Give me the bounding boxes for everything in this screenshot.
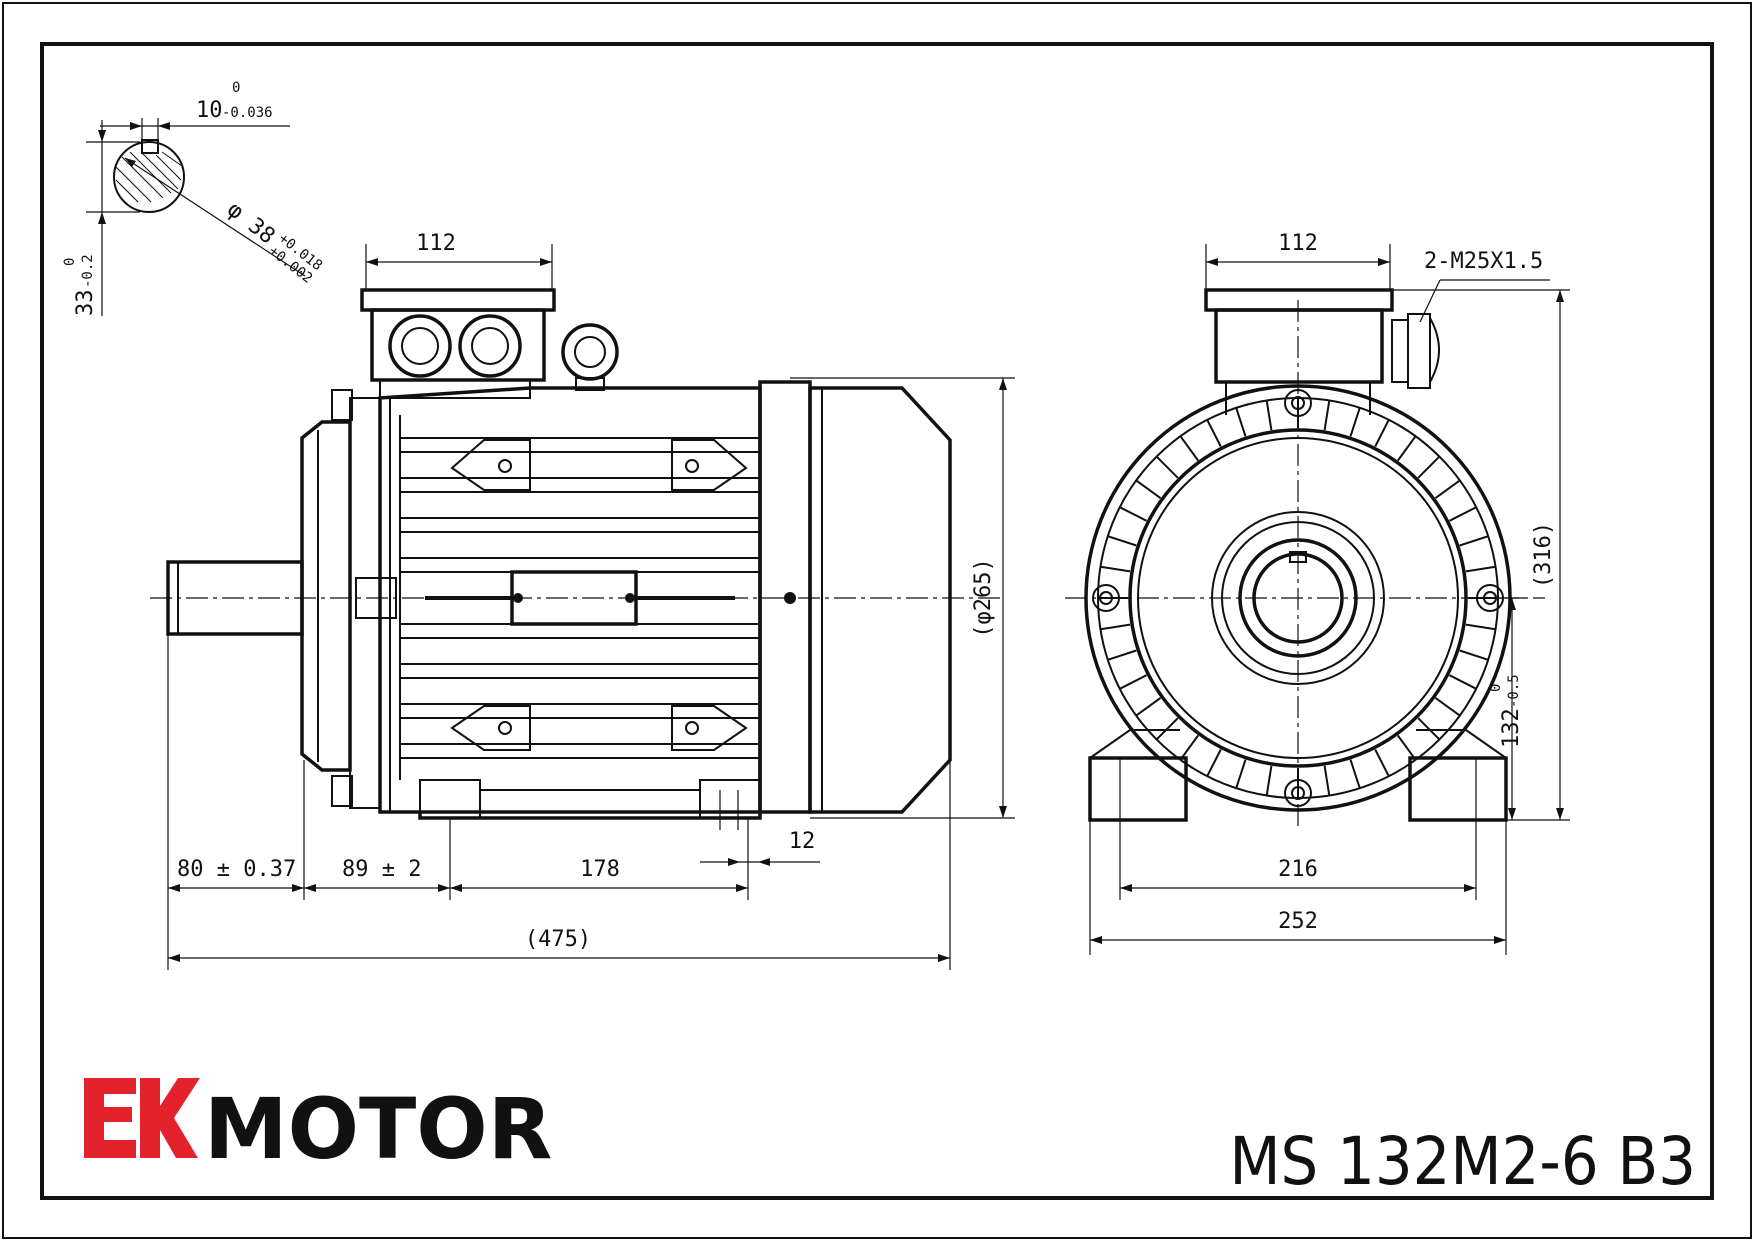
foot-hole-dia-label: 12 bbox=[789, 829, 816, 854]
cooling-fin bbox=[1417, 717, 1441, 741]
cooling-fin bbox=[1323, 765, 1331, 796]
shaft-to-foot-label: 89 ± 2 bbox=[342, 857, 421, 882]
cooling-fin bbox=[1179, 734, 1199, 761]
overall-length-label: (475) bbox=[525, 927, 591, 952]
cooling-fin bbox=[1100, 623, 1131, 631]
motor-front-view bbox=[1065, 288, 1545, 830]
cooling-fin bbox=[1397, 435, 1417, 462]
cooling-fin bbox=[1449, 506, 1477, 522]
total-height-label: (316) bbox=[1531, 522, 1556, 588]
cable-gland-label: 2-M25X1.5 bbox=[1424, 249, 1543, 274]
cooling-fin bbox=[1459, 649, 1489, 661]
cooling-fin bbox=[1397, 734, 1417, 761]
foot-width-label: 252 bbox=[1278, 909, 1318, 934]
cooling-fin bbox=[1449, 674, 1477, 690]
cooling-fin bbox=[1265, 400, 1273, 431]
key-height-tol-lower: -0.2 bbox=[80, 254, 96, 288]
key-height-tol-upper: 0 bbox=[62, 258, 78, 266]
cooling-fin bbox=[1349, 759, 1361, 789]
brand-name: MOTOR bbox=[204, 1080, 552, 1178]
cooling-fin bbox=[1374, 749, 1390, 777]
shaft-height-tol-lower: -0.5 bbox=[1506, 674, 1522, 708]
shaft-section bbox=[86, 118, 306, 316]
foot-hole-spacing-label: 216 bbox=[1278, 857, 1318, 882]
ek-logo-mark bbox=[84, 1078, 200, 1158]
shaft-length-label: 80 ± 0.37 bbox=[177, 857, 296, 882]
cooling-fin bbox=[1323, 400, 1331, 431]
cooling-fin bbox=[1434, 479, 1461, 499]
cooling-fin bbox=[1265, 765, 1273, 796]
cooling-fin bbox=[1349, 407, 1361, 437]
shaft-dia-label: φ 38 bbox=[222, 197, 279, 249]
cooling-fin bbox=[1374, 419, 1390, 447]
cooling-fin bbox=[1155, 717, 1179, 741]
cooling-fin bbox=[1459, 535, 1489, 547]
motor-side-view bbox=[150, 288, 1005, 830]
cooling-fin bbox=[1135, 697, 1162, 717]
cooling-fin bbox=[1206, 419, 1222, 447]
model-number: MS 132M2-6 B3 bbox=[1229, 1123, 1696, 1200]
terminal-box-width-side-label: 112 bbox=[416, 231, 456, 256]
cooling-fin bbox=[1434, 697, 1461, 717]
cooling-fin bbox=[1465, 565, 1496, 573]
drawing-frame bbox=[40, 42, 1714, 1200]
cooling-fin bbox=[1119, 674, 1147, 690]
key-width-tol-lower: -0.036 bbox=[222, 105, 273, 121]
brand-logo bbox=[84, 1078, 200, 1158]
foot-hole-distance-label: 178 bbox=[580, 857, 620, 882]
cooling-fin bbox=[1417, 455, 1441, 479]
cooling-fin bbox=[1235, 759, 1247, 789]
frame-dia-label: (φ265) bbox=[971, 558, 996, 637]
cooling-fin bbox=[1235, 407, 1247, 437]
cooling-fin bbox=[1135, 479, 1162, 499]
cooling-fin bbox=[1155, 455, 1179, 479]
side-view-dimensions bbox=[167, 244, 1015, 970]
shaft-height-tol-upper: 0 bbox=[1488, 684, 1504, 692]
shaft-height-label: 132 bbox=[1499, 708, 1524, 748]
key-width-label: 10 bbox=[196, 98, 223, 123]
terminal-box-width-front-label: 112 bbox=[1278, 231, 1318, 256]
cooling-fin bbox=[1100, 565, 1131, 573]
cooling-fin bbox=[1179, 435, 1199, 462]
cooling-fin bbox=[1206, 749, 1222, 777]
cooling-fin bbox=[1107, 649, 1137, 661]
key-width-tol-upper: 0 bbox=[232, 80, 240, 96]
cooling-fin bbox=[1119, 506, 1147, 522]
front-view-dimensions bbox=[1089, 244, 1570, 955]
key-height-label: 33 bbox=[73, 290, 98, 317]
cooling-fin bbox=[1107, 535, 1137, 547]
cooling-fin bbox=[1465, 623, 1496, 631]
